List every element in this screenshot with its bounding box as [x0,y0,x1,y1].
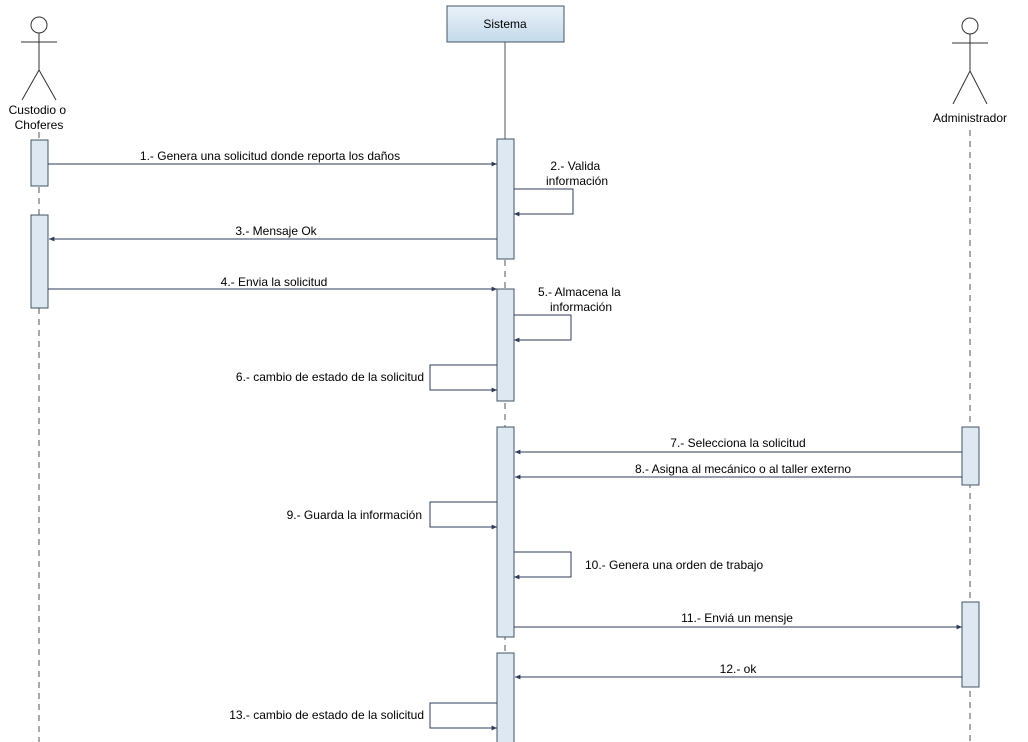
actor-head-icon [961,17,979,35]
activation-administrador-2 [961,601,980,688]
message-13-label: 13.- cambio de estado de la solicitud [229,708,424,722]
message-6-arrow [429,364,497,393]
message-6-label: 6.- cambio de estado de la solicitud [236,370,424,384]
message-5-arrow [514,314,572,343]
message-9-label: 9.- Guarda la información [287,508,422,522]
actor-administrador: Administrador [933,17,1007,125]
message-12-label: 12.- ok [720,662,758,676]
participant-label-sistema: Sistema [483,17,527,31]
actor-label-administrador: Administrador [933,111,1007,125]
message-9-arrow [429,501,497,530]
activation-sistema-3 [496,426,515,638]
message-1-label: 1.- Genera una solicitud donde reporta l… [140,149,400,163]
message-4-label: 4.- Envia la solicitud [221,275,328,289]
message-2-arrow [514,188,574,217]
activation-sistema-2 [496,288,515,402]
message-5-label: 5.- Almacena la información [538,285,624,314]
message-7-label: 7.- Selecciona la solicitud [670,436,805,450]
message-10-label: 10.- Genera una orden de trabajo [585,558,763,572]
activation-sistema-4 [496,652,515,742]
activation-custodio-1 [30,139,49,187]
activation-administrador-1 [961,426,980,486]
message-3-label: 3.- Mensaje Ok [235,224,317,238]
actor-label-custodio: Custodio o Choferes [9,103,70,132]
message-2-label: 2.- Valida información [546,159,608,188]
activation-sistema-1 [496,138,515,260]
message-8-label: 8.- Asigna al mecánico o al taller exter… [635,462,851,476]
message-10-arrow [514,551,572,580]
actor-head-icon [30,16,48,34]
participant-sistema: Sistema [446,5,565,43]
actor-custodio: Custodio o Choferes [9,16,70,132]
message-11-label: 11.- Enviá un mensje [681,611,793,625]
message-13-arrow [429,702,497,731]
activation-custodio-2 [30,214,49,309]
